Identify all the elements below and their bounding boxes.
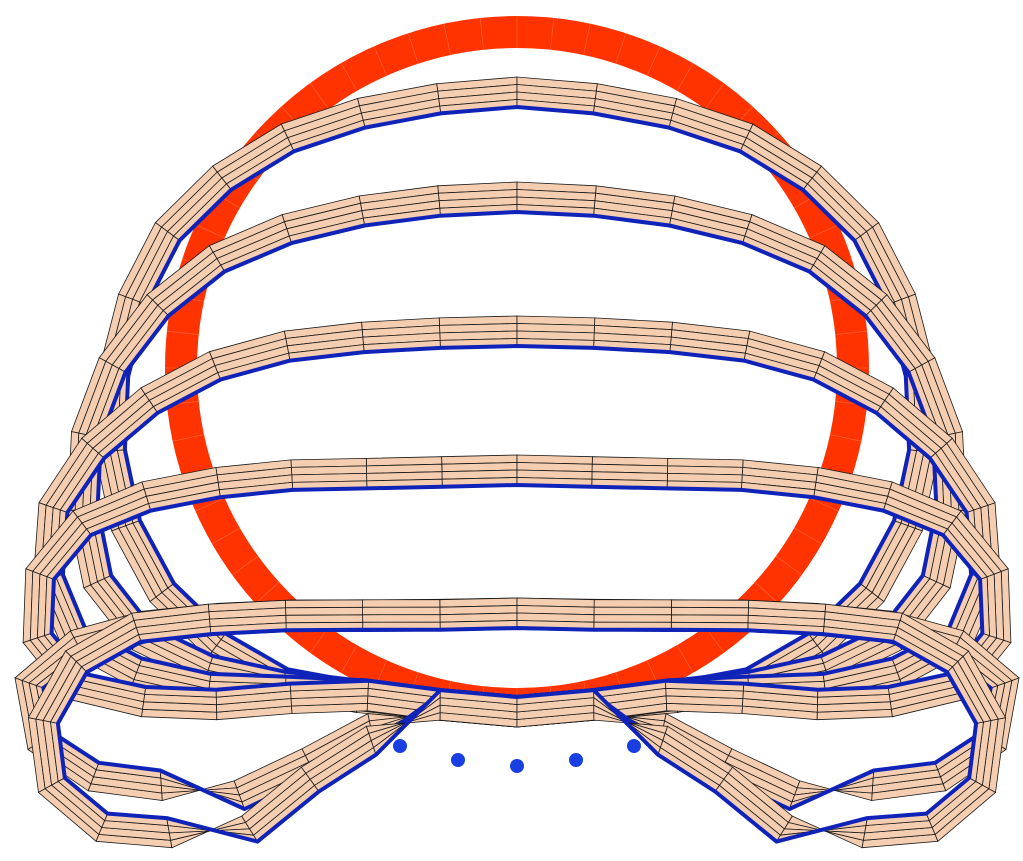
contact-point (393, 739, 407, 753)
reference-ring-tick (232, 555, 259, 576)
contact-point (569, 753, 583, 767)
deformed-shells-layer (14, 76, 1020, 849)
reference-ring-tick (704, 83, 725, 110)
mesh-cell (362, 606, 441, 616)
reference-ring-tick (309, 83, 330, 110)
contact-point (627, 739, 641, 753)
reference-ring-tick (373, 46, 388, 76)
mesh-cell (671, 606, 749, 616)
reference-ring-tick (583, 23, 591, 56)
reference-ring-tick (443, 23, 451, 56)
mesh-cell (593, 614, 672, 623)
reference-ring-tick (407, 33, 419, 64)
mesh-cell (362, 599, 441, 608)
mesh-cell (593, 606, 672, 616)
reference-ring-tick (195, 224, 225, 239)
mesh-cell (593, 599, 672, 608)
inner-surface-line (55, 626, 979, 844)
reference-ring-tick (809, 224, 839, 239)
reference-ring-tick (195, 497, 225, 512)
reference-ring-tick (255, 581, 280, 604)
reference-ring-tick (340, 644, 358, 673)
reference-ring-tick (340, 63, 358, 92)
mesh-cell (362, 614, 441, 623)
mesh-cell (284, 599, 364, 609)
reference-ring-tick (550, 17, 555, 50)
reference-ring-tick (676, 63, 694, 92)
contact-point (451, 753, 465, 767)
mesh-cell (670, 614, 749, 624)
deformed-shell-stage-6 (27, 597, 1007, 849)
contact-points-layer (393, 739, 641, 773)
reference-ring-tick (646, 46, 661, 76)
reference-ring-tick (166, 330, 199, 335)
reference-ring-tick (829, 434, 862, 442)
reference-ring-tick (615, 33, 627, 64)
reference-ring-tick (809, 497, 839, 512)
contact-point (510, 759, 524, 773)
mesh-cell (285, 614, 364, 624)
reference-ring-tick (775, 555, 802, 576)
reference-ring-tick (212, 527, 241, 545)
reference-ring-tick (172, 434, 205, 442)
reference-ring-tick (479, 17, 484, 50)
reference-ring-tick (835, 330, 868, 335)
deformed-shell-stage-3 (32, 315, 1002, 728)
reference-ring-tick (676, 644, 694, 673)
reference-ring-tick (793, 527, 822, 545)
mesh-cell (285, 606, 364, 616)
reference-ring-tick (754, 581, 779, 604)
mesh-cell (671, 599, 750, 609)
